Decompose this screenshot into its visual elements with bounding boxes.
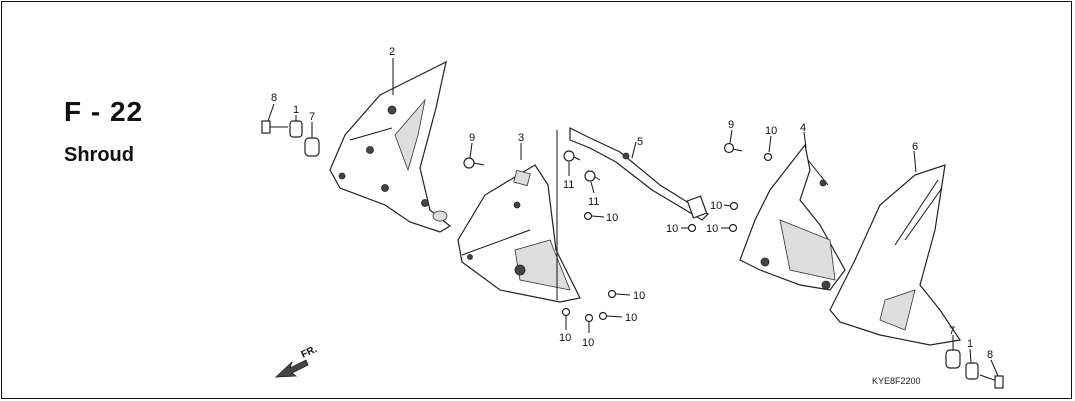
- callout-8: 8: [271, 92, 277, 104]
- callout-10: 10: [633, 290, 645, 302]
- callout-7: 7: [949, 325, 955, 337]
- part-2-left-shroud[interactable]: [329, 60, 452, 233]
- leader-lines: [267, 58, 999, 377]
- callout-10: 10: [710, 200, 722, 212]
- page-title: Shroud: [64, 144, 134, 166]
- callout-10: 10: [625, 312, 637, 324]
- figure-code: KYE8F2200: [872, 376, 921, 386]
- callout-4: 4: [800, 122, 806, 134]
- callout-6: 6: [912, 141, 918, 153]
- callout-1: 1: [967, 338, 973, 350]
- callout-labels: 2 8 1 7 9 3 11 11 5 10 9 10 4 10 10 10 6…: [271, 46, 993, 361]
- callout-10: 10: [559, 332, 571, 344]
- callout-1: 1: [293, 104, 299, 116]
- callout-10: 10: [606, 212, 618, 224]
- callout-10: 10: [582, 337, 594, 349]
- callout-8: 8: [987, 349, 993, 361]
- callout-9: 9: [728, 119, 734, 131]
- part-3-left-inner-cover[interactable]: [457, 164, 581, 303]
- callout-11: 11: [563, 179, 574, 191]
- callout-9: 9: [469, 132, 475, 144]
- callout-10: 10: [765, 125, 777, 137]
- callout-10: 10: [666, 223, 678, 235]
- screw-set[interactable]: [463, 142, 773, 323]
- callout-5: 5: [637, 136, 643, 148]
- callout-3: 3: [518, 132, 524, 144]
- callout-7: 7: [309, 111, 315, 123]
- direction-label: FR.: [300, 344, 319, 361]
- callout-11: 11: [588, 196, 599, 208]
- part-4-right-inner-cover[interactable]: [739, 143, 846, 291]
- part-6-right-shroud[interactable]: [829, 164, 962, 346]
- part-5-bracket[interactable]: [569, 127, 710, 221]
- fastener-set-right[interactable]: [945, 349, 1004, 389]
- fastener-set-left[interactable]: [261, 120, 320, 157]
- callout-10: 10: [706, 223, 718, 235]
- callout-2: 2: [389, 46, 395, 58]
- front-direction-arrow: FR.: [274, 344, 319, 378]
- page-code: F - 22: [64, 96, 144, 127]
